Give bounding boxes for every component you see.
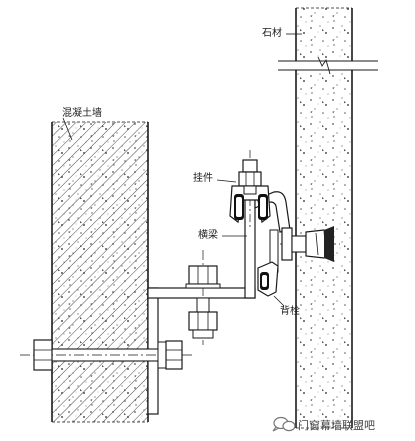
label-hanger: 挂件 — [193, 173, 213, 184]
lower-hanger-clip — [257, 261, 279, 297]
chat-bubble-icon — [272, 416, 296, 432]
label-back-bolt: 背栓 — [280, 306, 300, 317]
hanger-assembly — [229, 150, 271, 230]
stone-panel — [278, 7, 378, 429]
concrete-wall — [51, 121, 149, 423]
watermark-text: 门窗幕墙联盟吧 — [298, 419, 375, 432]
anchor-bolt — [20, 339, 195, 371]
label-concrete-wall: 混凝土墙 — [62, 108, 102, 119]
label-stone: 石材 — [262, 28, 282, 39]
back-bolt — [280, 226, 340, 262]
leader-lines — [62, 33, 302, 307]
label-cross-beam: 横梁 — [198, 230, 218, 241]
bracket-bolt — [185, 250, 221, 345]
